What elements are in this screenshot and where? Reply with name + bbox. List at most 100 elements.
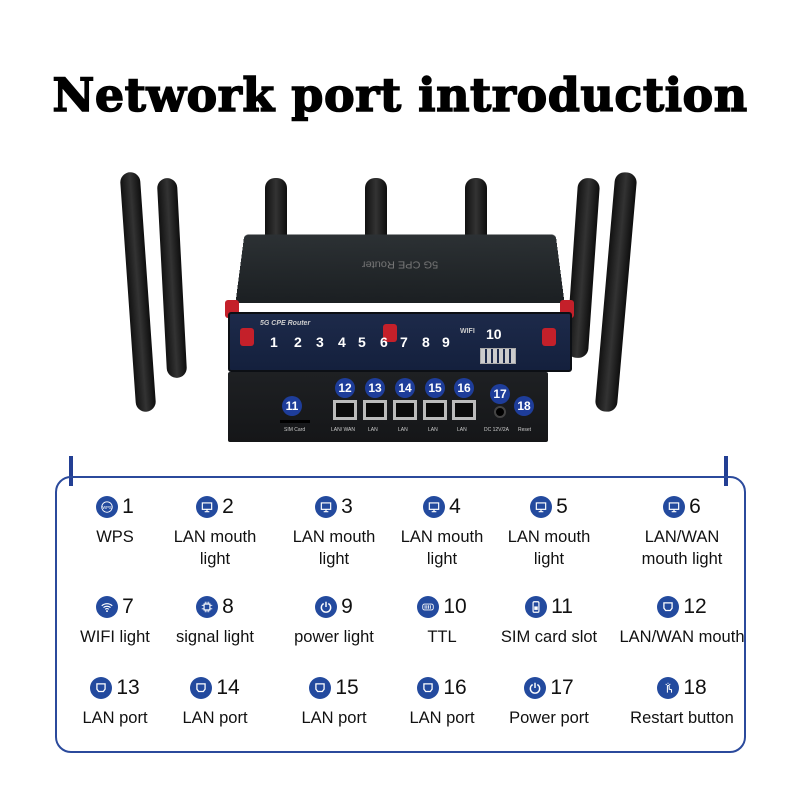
legend-label: LAN/WAN mouth xyxy=(619,628,745,646)
panel-number-10: 10 xyxy=(486,326,502,342)
dc-label: DC 12V/2A xyxy=(484,427,510,433)
antenna xyxy=(156,177,188,379)
reset-label: Reset xyxy=(518,427,532,433)
legend-label: LAN/WAN mouth light xyxy=(641,528,723,568)
panel-brand: 5G CPE Router xyxy=(260,320,311,327)
legend-label: LAN port xyxy=(82,709,148,727)
legend-number: 5 xyxy=(556,495,568,518)
monitor-icon xyxy=(663,496,686,518)
port-label-15: LAN xyxy=(428,427,438,433)
legend-number: 18 xyxy=(683,676,707,699)
monitor-icon xyxy=(423,496,446,518)
panel-number-3: 3 xyxy=(316,334,324,350)
ethernet-icon xyxy=(90,677,113,699)
panel-number-1: 1 xyxy=(270,334,278,350)
legend-label: LAN mouth light xyxy=(173,528,257,568)
antenna-connector xyxy=(383,324,397,342)
legend-number: 6 xyxy=(689,495,701,518)
svg-text:WPS: WPS xyxy=(103,505,113,510)
badge-14: 14 xyxy=(395,378,415,398)
legend-number: 4 xyxy=(449,495,461,518)
panel-number-5: 5 xyxy=(358,334,366,350)
legend-label: Restart button xyxy=(630,709,734,727)
front-panel: 5G CPE Router WIFI 1 2 3 4 5 6 7 8 9 10 xyxy=(228,312,572,372)
wifi-label: WIFI xyxy=(460,328,475,335)
lan-wan-port xyxy=(333,400,357,420)
badge-17: 17 xyxy=(490,384,510,404)
sim-icon xyxy=(525,596,548,618)
legend-number: 8 xyxy=(222,595,234,618)
dc-jack xyxy=(494,406,506,418)
legend-item-9: 9 power light xyxy=(269,594,399,648)
ttl-header xyxy=(480,348,516,364)
legend-number: 9 xyxy=(341,595,353,618)
panel-number-6: 6 xyxy=(380,334,388,350)
port-label-14: LAN xyxy=(398,427,408,433)
legend-number: 3 xyxy=(341,495,353,518)
legend-number: 2 xyxy=(222,495,234,518)
ethernet-icon xyxy=(309,677,332,699)
bracket-right xyxy=(724,456,728,486)
bracket-left xyxy=(69,456,73,486)
ethernet-icon xyxy=(657,596,680,618)
ethernet-icon xyxy=(417,677,440,699)
legend-number: 10 xyxy=(443,595,467,618)
legend-label: signal light xyxy=(176,628,254,646)
monitor-icon xyxy=(196,496,219,518)
legend-label: power light xyxy=(294,628,374,646)
panel-number-4: 4 xyxy=(338,334,346,350)
lan-port xyxy=(452,400,476,420)
legend-number: 16 xyxy=(443,676,467,699)
panel-number-8: 8 xyxy=(422,334,430,350)
antenna-connector xyxy=(240,328,254,346)
monitor-icon xyxy=(315,496,338,518)
badge-18: 18 xyxy=(514,396,534,416)
badge-15: 15 xyxy=(425,378,445,398)
panel-number-7: 7 xyxy=(400,334,408,350)
router-top-text: 5G CPE Router xyxy=(361,258,439,270)
legend-item-8: 8 signal light xyxy=(150,594,280,648)
legend-label: LAN mouth light xyxy=(400,528,484,568)
port-label-13: LAN xyxy=(368,427,378,433)
router-top: 5G CPE Router xyxy=(235,234,565,304)
antenna xyxy=(365,178,387,248)
power-icon xyxy=(524,677,547,699)
page-title: Network port introduction xyxy=(52,67,748,123)
antenna-connector xyxy=(542,328,556,346)
sim-slot xyxy=(280,420,310,423)
legend-label: WPS xyxy=(96,528,134,546)
legend-label: LAN port xyxy=(182,709,248,727)
legend-label: Power port xyxy=(509,709,589,727)
wps-icon: WPS xyxy=(96,496,119,518)
legend-number: 11 xyxy=(551,595,573,618)
badge-11: 11 xyxy=(282,396,302,416)
chip-icon xyxy=(196,596,219,618)
legend-number: 12 xyxy=(683,595,707,618)
legend-number: 13 xyxy=(116,676,140,699)
badge-16: 16 xyxy=(454,378,474,398)
lan-port xyxy=(363,400,387,420)
port-label-12: LAN/ WAN xyxy=(331,427,355,433)
tap-icon xyxy=(657,677,680,699)
panel-number-2: 2 xyxy=(294,334,302,350)
antenna xyxy=(594,171,638,413)
legend-label: LAN mouth light xyxy=(507,528,591,568)
ethernet-icon xyxy=(190,677,213,699)
monitor-icon xyxy=(530,496,553,518)
legend-number: 14 xyxy=(216,676,240,699)
badge-13: 13 xyxy=(365,378,385,398)
power-icon xyxy=(315,596,338,618)
